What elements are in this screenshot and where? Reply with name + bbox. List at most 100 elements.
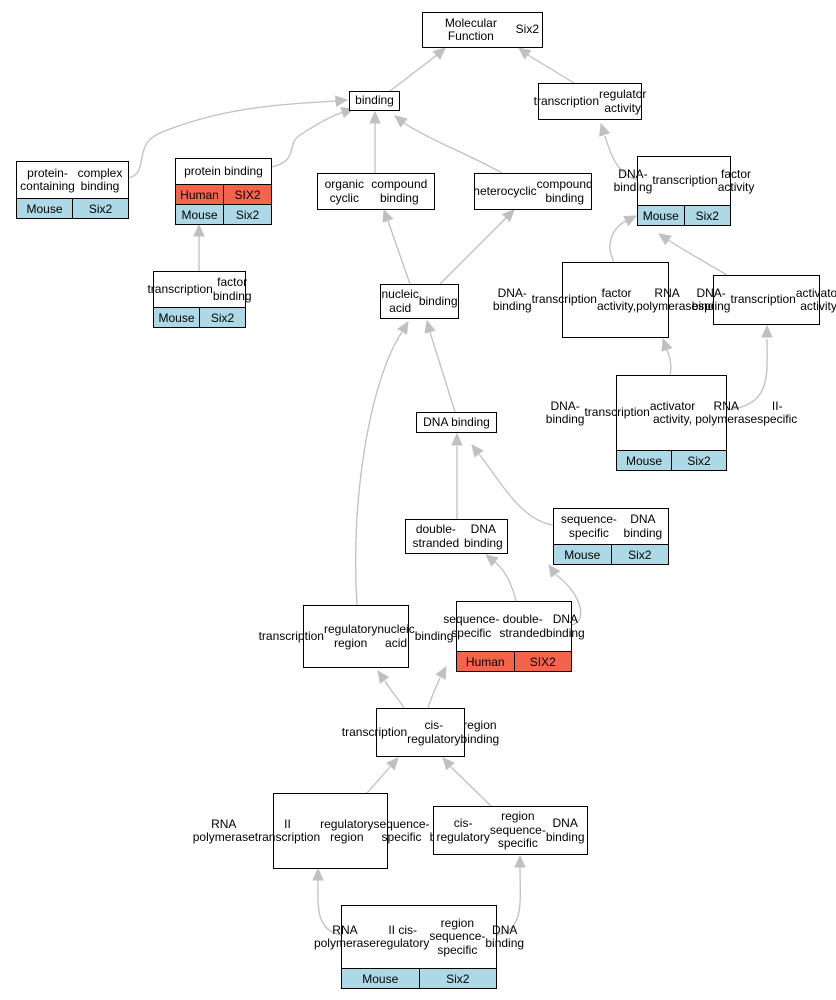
species-cell: Mouse [554,545,611,564]
edge-dbtaa2-to-dbtfa2 [666,349,672,376]
edge-tcrrb-to-ssdsdna [427,677,441,709]
node-label-line: transcription [341,724,408,739]
species-cell: Mouse [638,206,684,225]
node-dnab[interactable]: DNA binding [416,412,497,433]
edge-dnab-to-nab [429,331,456,413]
edge-nab-to-hccb [439,217,507,285]
node-label-line: transcription [652,173,718,188]
node-label-line: compound binding [371,177,428,205]
node-label-line: transcription [584,405,650,420]
node-label-line: activator activity [795,285,836,313]
node-label-line: DNA-binding [691,285,731,313]
node-label-line: region sequence-specific [489,809,546,851]
edge-rnap2cr-to-rnap2trr [317,879,342,936]
edge-ssdsdna-to-ssdna [555,574,582,626]
node-label-line: II cis-regulatory [375,922,430,950]
node-label-line: RNA polymerase [192,816,255,844]
edge-tcrrb-to-trrnab [384,680,405,709]
node-label-line: DNA-binding [492,285,532,313]
node-label-line: RNA polymerase [636,285,699,313]
arrowhead-rnap2cr-to-crssdna [514,854,526,868]
node-label-line: II-specific [757,398,798,426]
node-label: binding [350,92,399,110]
arrowhead-tra-to-mf [518,47,532,60]
node-label-line: compound binding [536,177,593,205]
node-label-line: protein binding [184,163,263,178]
node-label: DNA binding [417,413,496,432]
node-label-line: DNA binding [423,414,490,429]
node-label-line: DNA binding [464,522,503,550]
node-label-line: factor activity, [596,285,637,313]
arrowhead-binding-to-mf [432,47,446,60]
node-label-line: binding [414,628,454,643]
edge-nab-to-occb [387,220,411,285]
node-label-line: cis-regulatory [407,718,461,746]
node-label-line: organic cyclic [324,177,364,205]
node-label-line: sequence-specific [443,612,500,640]
node-label-line: DNA binding [485,922,525,950]
gene-cell: Six2 [610,545,668,564]
edge-ssdsdna-to-dsdna [494,561,517,602]
gene-cell: Six2 [223,205,271,224]
arrowhead-dbtaa2-to-dbtaa [761,324,773,338]
node-label: protein binding [176,159,271,184]
species-cell: Mouse [17,199,72,218]
gene-cell: Six2 [671,451,726,470]
node-label-line: transcription [258,628,324,643]
node-label-line: protein-containing [20,165,75,193]
node-label-line: transcription [533,93,599,108]
arrowhead-crssdna-to-tcrrb [442,757,455,771]
node-binding[interactable]: binding [349,91,400,111]
node-label-line: complex binding [77,165,123,193]
species-cell: Human [457,652,514,671]
node-label-line: transcription [531,292,597,307]
arrowhead-pccb-to-binding [334,95,349,107]
species-cell: Mouse [617,451,671,470]
edge-ssdna-to-dnab [478,453,554,526]
node-label-line: binding [355,93,394,108]
gene-cell: SIX2 [223,185,271,204]
arrowhead-nab-to-hccb [501,209,515,223]
node-label-line: nucleic acid [381,287,419,315]
gene-cell: Six2 [199,308,245,327]
arrowhead-ssdsdna-to-ssdna [548,564,561,578]
node-label-line: DNA binding [546,612,585,640]
